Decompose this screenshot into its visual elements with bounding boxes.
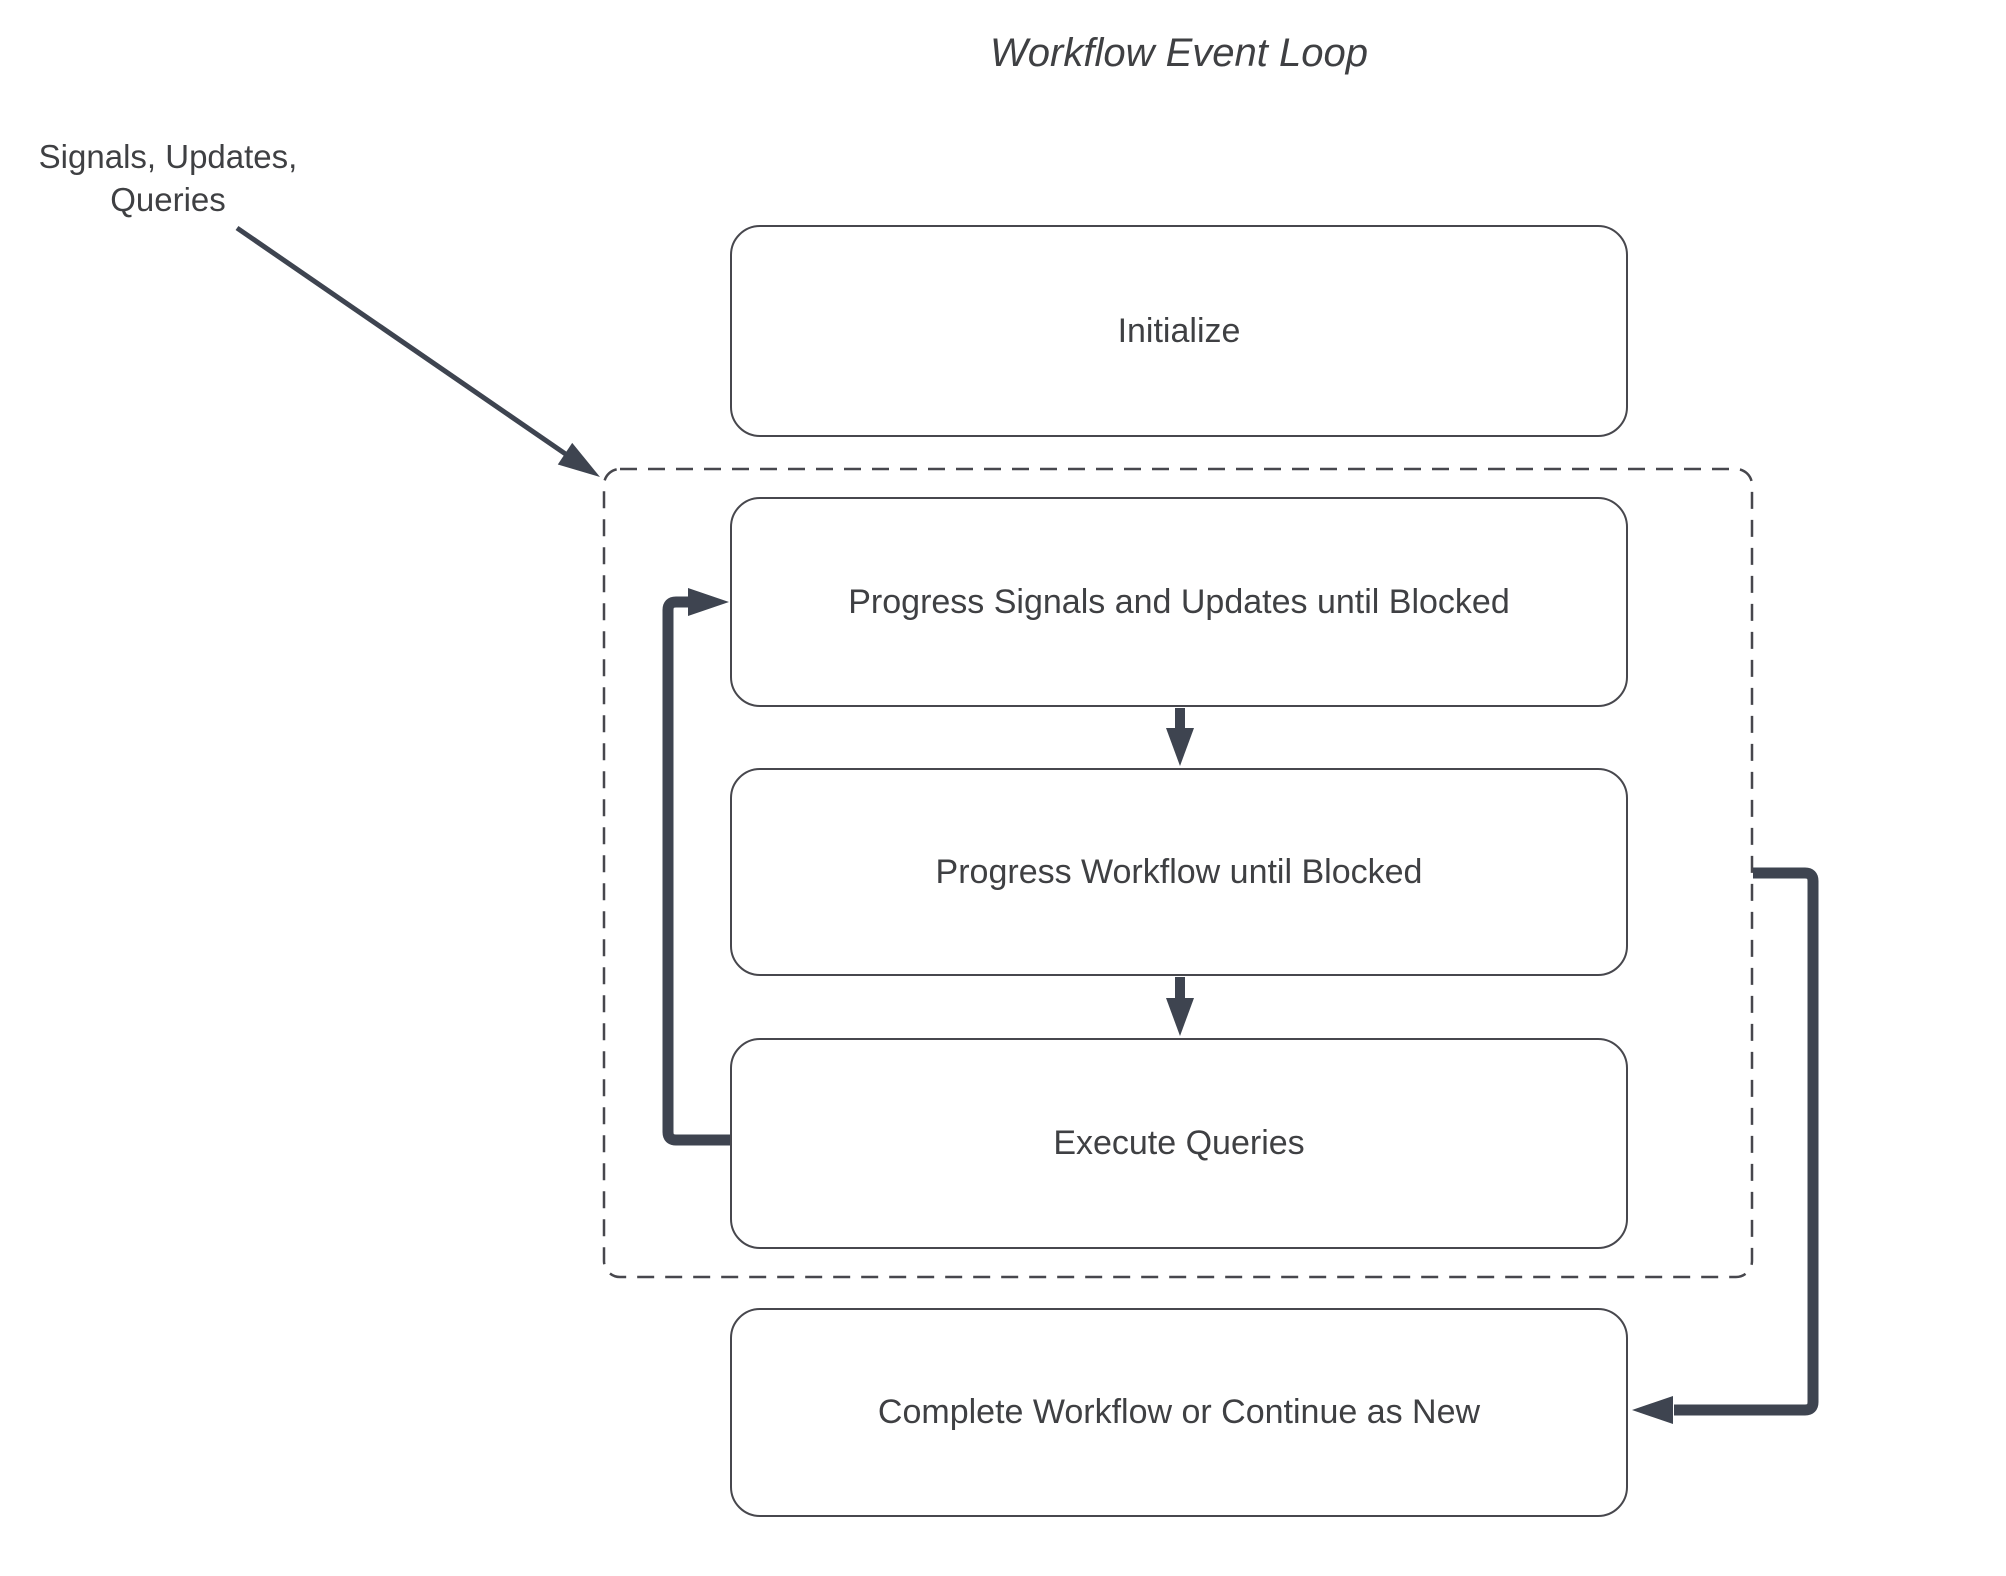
edge-complete-line bbox=[1674, 867, 1819, 1416]
edge-progress-workflow-to-execute-queries bbox=[1166, 977, 1194, 1036]
node-execute-queries: Execute Queries bbox=[730, 1038, 1628, 1249]
edge-loopback-arrowhead-icon bbox=[688, 588, 729, 616]
edge-event-loop-to-complete-workflow bbox=[1632, 867, 1819, 1424]
edge-down1-arrowhead-icon bbox=[1166, 728, 1194, 766]
node-progress-workflow: Progress Workflow until Blocked bbox=[730, 768, 1628, 976]
input-label-line2: Queries bbox=[110, 181, 226, 218]
edge-inputs-arrowhead-icon bbox=[557, 442, 600, 477]
input-label-line1: Signals, Updates, bbox=[38, 138, 298, 175]
edge-inputs-line bbox=[235, 225, 569, 458]
edge-progress-signals-to-progress-workflow bbox=[1166, 708, 1194, 766]
node-execute-queries-label: Execute Queries bbox=[1053, 1124, 1305, 1162]
node-complete-workflow-label: Complete Workflow or Continue as New bbox=[877, 1393, 1481, 1431]
node-initialize-label: Initialize bbox=[1117, 311, 1241, 350]
signals-updates-queries-label: Signals, Updates, Queries bbox=[28, 135, 308, 221]
node-progress-signals: Progress Signals and Updates until Block… bbox=[730, 497, 1628, 707]
edge-down2-arrowhead-icon bbox=[1166, 998, 1194, 1036]
edge-complete-arrowhead-icon bbox=[1632, 1396, 1673, 1424]
edge-execute-queries-to-progress-signals bbox=[662, 588, 730, 1146]
node-progress-signals-label: Progress Signals and Updates until Block… bbox=[848, 582, 1510, 621]
event-loop-dashed-border bbox=[602, 467, 1754, 1279]
node-initialize: Initialize bbox=[730, 225, 1628, 437]
node-progress-workflow-label: Progress Workflow until Blocked bbox=[935, 852, 1423, 891]
node-complete-workflow: Complete Workflow or Continue as New bbox=[730, 1308, 1628, 1517]
edge-inputs-to-event-loop bbox=[235, 225, 600, 477]
edge-loopback-line bbox=[662, 596, 730, 1146]
diagram-title: Workflow Event Loop bbox=[990, 31, 1368, 75]
